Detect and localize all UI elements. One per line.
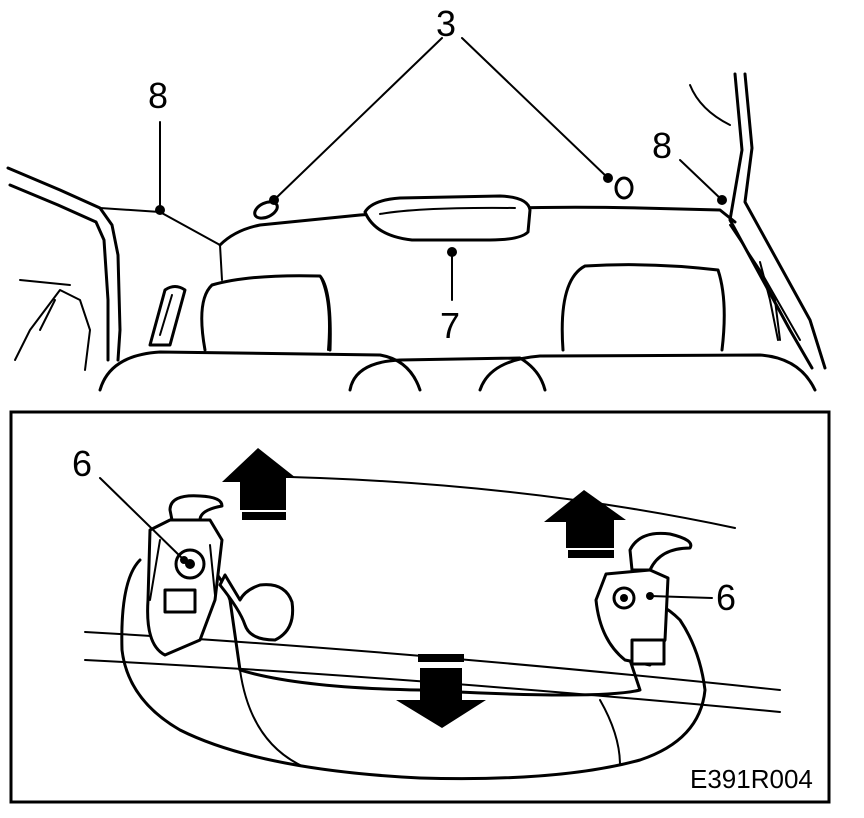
arrow-down xyxy=(396,654,486,728)
detail-frame xyxy=(9,410,831,804)
clip-right xyxy=(614,176,634,200)
leader-8-right xyxy=(679,159,723,201)
overhead-console xyxy=(363,194,532,242)
left-pillar xyxy=(6,166,122,362)
leader-3-right xyxy=(461,37,609,179)
arrow-up-right xyxy=(544,490,626,558)
left-pillar-inner xyxy=(8,183,110,362)
rear-seat xyxy=(98,350,817,392)
callout-8-right: 8 xyxy=(652,125,672,166)
figure-code: E391R004 xyxy=(690,764,813,794)
leader-3-left xyxy=(273,37,443,201)
roof-line xyxy=(229,475,736,529)
callout-8-left: 8 xyxy=(148,75,168,116)
left-tab xyxy=(168,494,224,522)
console-body xyxy=(120,558,707,781)
right-tab xyxy=(628,531,693,572)
callout-3: 3 xyxy=(436,3,456,44)
headrest-right xyxy=(560,263,726,352)
interior-overview: 3 8 8 7 xyxy=(6,3,827,392)
right-pillar xyxy=(728,72,814,370)
leader-6-left xyxy=(99,477,185,561)
leader-6-right xyxy=(649,595,713,599)
callout-6-left: 6 xyxy=(72,443,92,484)
arrow-up-left xyxy=(222,448,296,520)
left-side-cloth xyxy=(14,279,91,371)
headrest-left xyxy=(200,274,332,352)
clip-left xyxy=(253,200,279,220)
detail-panel: 6 6 E391R004 xyxy=(9,410,831,804)
left-mount xyxy=(146,518,224,657)
seatbelt-guide xyxy=(148,285,187,347)
left-hook xyxy=(218,573,295,642)
callout-7: 7 xyxy=(440,305,460,346)
callout-6-right: 6 xyxy=(716,577,736,618)
